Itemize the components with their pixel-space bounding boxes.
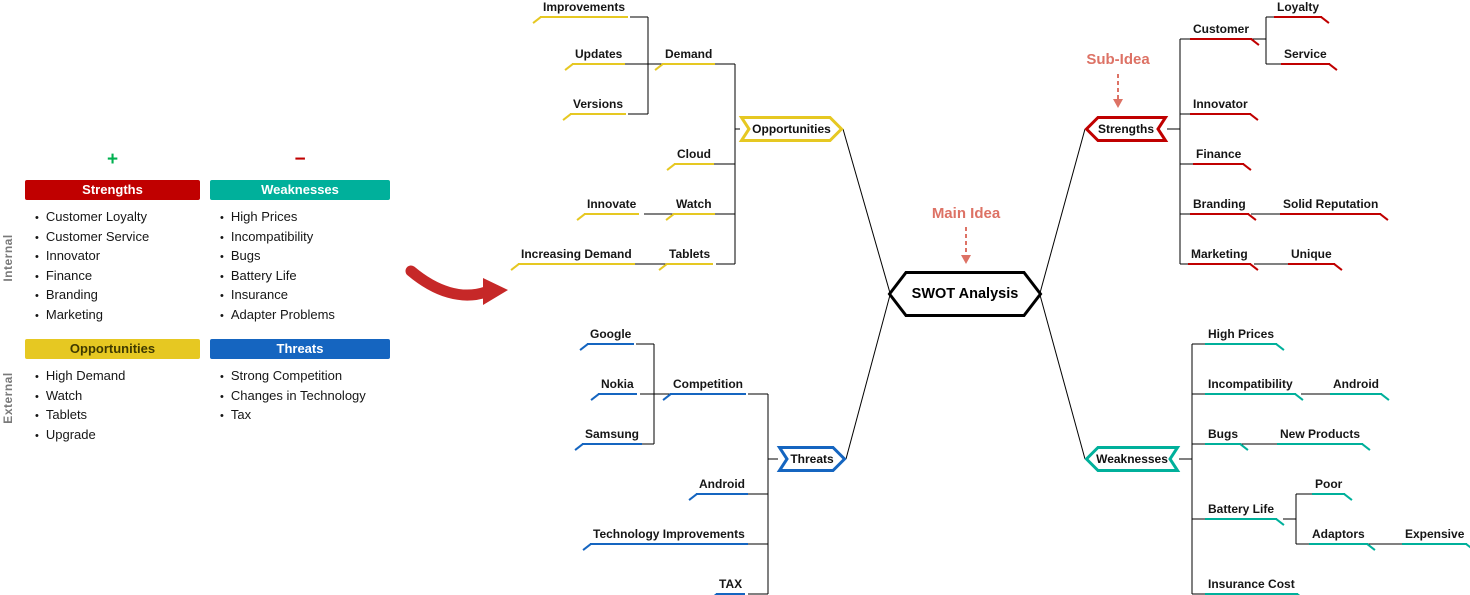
mindmap-leaf-versions: Versions	[570, 97, 627, 115]
main-idea-arrow	[961, 227, 971, 264]
mindmap-leaf-innovate: Innovate	[584, 197, 640, 215]
legend-item: High Demand	[35, 367, 200, 387]
legend-item: Incompatibility	[220, 228, 390, 248]
legend-item: Tablets	[35, 406, 200, 426]
strengths-legend-header: Strengths	[25, 180, 200, 200]
threats-legend-header: Threats	[210, 339, 390, 359]
mindmap-leaf-android-weakness: Android	[1330, 377, 1382, 395]
mindmap-leaf-insurance-cost: Insurance Cost	[1205, 577, 1298, 595]
transform-arrow-icon	[405, 265, 508, 305]
weaknesses-legend-header: Weaknesses	[210, 180, 390, 200]
mindmap-leaf-improvements: Improvements	[540, 0, 629, 18]
legend-item: Changes in Technology	[220, 387, 390, 407]
legend-item: Customer Loyalty	[35, 208, 200, 228]
mindmap-leaf-cloud: Cloud	[674, 147, 714, 165]
mindmap-leaf-tablets: Tablets	[666, 247, 714, 265]
mindmap-leaf-high-prices: High Prices	[1205, 327, 1278, 345]
mindmap-leaf-samsung: Samsung	[582, 427, 643, 445]
weaknesses-legend-list: High Prices Incompatibility Bugs Battery…	[220, 208, 390, 325]
legend-item: Finance	[35, 267, 200, 287]
mindmap-leaf-bugs: Bugs	[1205, 427, 1241, 445]
mindmap-leaf-adaptors: Adaptors	[1309, 527, 1368, 545]
opportunities-legend-header: Opportunities	[25, 339, 200, 359]
mindmap-leaf-unique: Unique	[1288, 247, 1335, 265]
mindmap-leaf-tax: TAX	[716, 577, 746, 595]
opportunities-banner-shape	[738, 116, 844, 142]
mindmap-leaf-innovator: Innovator	[1190, 97, 1251, 115]
opportunities-legend-box: Opportunities High Demand Watch Tablets …	[25, 339, 200, 445]
center-node-swot-analysis: SWOT Analysis	[887, 271, 1043, 317]
mindmap-leaf-branding: Branding	[1190, 197, 1249, 215]
weaknesses-banner-shape	[1084, 446, 1181, 472]
mindmap-leaf-customer: Customer	[1190, 22, 1253, 40]
mindmap-leaf-service: Service	[1281, 47, 1330, 65]
legend-item: Innovator	[35, 247, 200, 267]
mindmap-leaf-new-products: New Products	[1277, 427, 1364, 445]
mindmap-leaf-increasing-demand: Increasing Demand	[518, 247, 635, 265]
weaknesses-legend-box: Weaknesses High Prices Incompatibility B…	[210, 180, 390, 325]
mindmap-leaf-technology-improvements: Technology Improvements	[590, 527, 748, 545]
mindmap-leaf-competition: Competition	[670, 377, 746, 395]
legend-item: Battery Life	[220, 267, 390, 287]
hexagon-shape	[887, 271, 1043, 317]
legend-item: Strong Competition	[220, 367, 390, 387]
strengths-legend-list: Customer Loyalty Customer Service Innova…	[35, 208, 200, 325]
threats-banner-shape	[776, 446, 847, 472]
legend-item: Marketing	[35, 306, 200, 326]
legend-item: Customer Service	[35, 228, 200, 248]
mindmap-leaf-google: Google	[587, 327, 635, 345]
sub-idea-arrow	[1113, 74, 1123, 108]
mindmap-leaf-incompatibility: Incompatibility	[1205, 377, 1296, 395]
mindmap-leaf-solid-reputation: Solid Reputation	[1280, 197, 1382, 215]
mindmap-leaf-finance: Finance	[1193, 147, 1245, 165]
legend-item: High Prices	[220, 208, 390, 228]
legend-item: Bugs	[220, 247, 390, 267]
mindmap-leaf-android-threat: Android	[696, 477, 748, 495]
mindmap-leaf-updates: Updates	[572, 47, 626, 65]
legend-item: Tax	[220, 406, 390, 426]
mindmap-node-weaknesses: Weaknesses	[1084, 446, 1181, 472]
mindmap-leaf-battery-life: Battery Life	[1205, 502, 1278, 520]
mindmap-leaf-demand: Demand	[662, 47, 716, 65]
weaknesses-node-label: Weaknesses	[1096, 452, 1168, 466]
minus-sign: −	[294, 149, 306, 170]
plus-sign: +	[106, 149, 119, 170]
legend-panel: Internal External + − Strengths Customer…	[0, 0, 410, 595]
mindmap-node-strengths: Strengths	[1084, 116, 1169, 142]
strengths-legend-box: Strengths Customer Loyalty Customer Serv…	[25, 180, 200, 325]
opportunities-legend-list: High Demand Watch Tablets Upgrade	[35, 367, 200, 445]
sub-idea-label: Sub-Idea	[1086, 51, 1150, 68]
threats-node-label: Threats	[790, 452, 834, 466]
strengths-node-label: Strengths	[1097, 122, 1154, 136]
center-node-label: SWOT Analysis	[911, 286, 1019, 302]
legend-item: Adapter Problems	[220, 306, 390, 326]
mindmap-leaf-loyalty: Loyalty	[1274, 0, 1323, 18]
mindmap-leaf-marketing: Marketing	[1188, 247, 1251, 265]
mindmap-leaf-nokia: Nokia	[598, 377, 637, 395]
threats-legend-list: Strong Competition Changes in Technology…	[220, 367, 390, 426]
mindmap-node-threats: Threats	[776, 446, 847, 472]
mindmap-leaf-watch: Watch	[673, 197, 715, 215]
main-idea-label: Main Idea	[931, 205, 1001, 222]
opportunities-node-label: Opportunities	[752, 122, 831, 136]
mindmap-leaf-poor: Poor	[1312, 477, 1346, 495]
mindmap-leaf-expensive: Expensive	[1402, 527, 1468, 545]
legend-item: Branding	[35, 286, 200, 306]
mindmap-node-opportunities: Opportunities	[738, 116, 844, 142]
legend-item: Watch	[35, 387, 200, 407]
legend-item: Upgrade	[35, 426, 200, 446]
threats-legend-box: Threats Strong Competition Changes in Te…	[210, 339, 390, 426]
strengths-banner-shape	[1084, 116, 1169, 142]
legend-item: Insurance	[220, 286, 390, 306]
